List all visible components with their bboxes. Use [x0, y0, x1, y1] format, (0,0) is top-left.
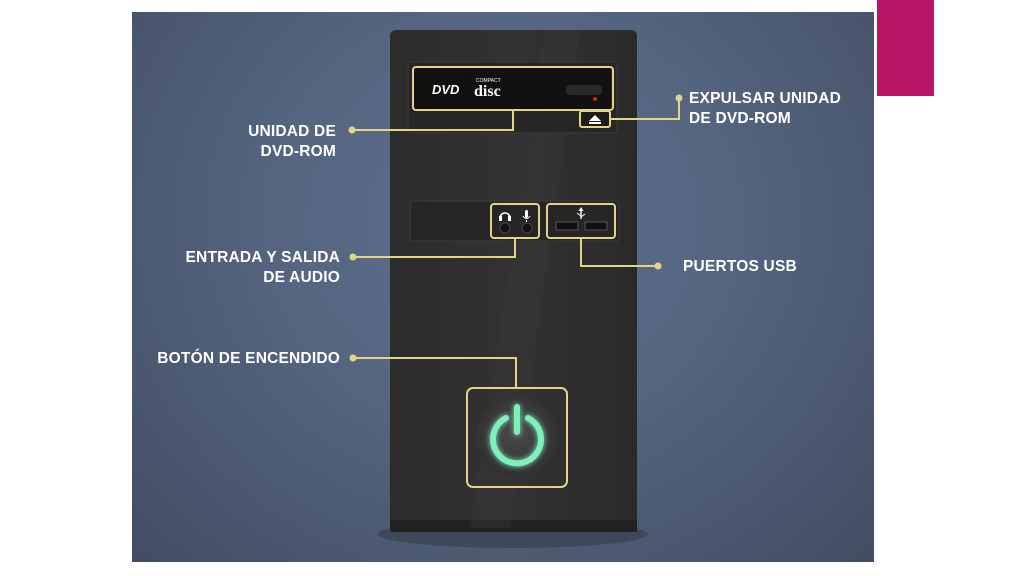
label-eject-line1: EXPULSAR UNIDAD	[689, 90, 841, 107]
usb-port-1	[555, 221, 579, 231]
callout-line-audio	[353, 238, 516, 258]
microphone-jack	[521, 222, 533, 234]
callout-dot-audio	[349, 253, 357, 261]
dvd-logo: DVD	[432, 82, 460, 97]
headphones-icon	[499, 212, 511, 221]
power-icon	[490, 404, 544, 467]
label-usb-line1: PUERTOS USB	[683, 258, 797, 275]
label-dvd-drive-line1: UNIDAD DE	[248, 123, 336, 140]
eject-icon	[589, 115, 601, 124]
label-audio: ENTRADA Y SALIDA DE AUDIO	[150, 248, 340, 288]
accent-block	[877, 0, 934, 96]
callout-dot-power	[349, 354, 357, 362]
tower-base	[390, 520, 637, 532]
callout-dot-usb	[654, 262, 662, 270]
callout-line-usb	[580, 238, 658, 267]
callout-line-eject	[610, 98, 680, 120]
dvd-tray	[414, 68, 611, 110]
label-usb: PUERTOS USB	[683, 257, 843, 277]
microphone-icon	[522, 210, 531, 222]
label-audio-line2: DE AUDIO	[263, 269, 340, 286]
label-audio-line1: ENTRADA Y SALIDA	[185, 249, 340, 266]
label-power-line1: BOTÓN DE ENCENDIDO	[157, 350, 340, 367]
callout-line-dvd	[352, 110, 514, 131]
tower-case	[390, 30, 637, 528]
label-dvd-drive: UNIDAD DE DVD-ROM	[200, 122, 336, 162]
label-power: BOTÓN DE ENCENDIDO	[140, 349, 340, 369]
front-panel	[409, 200, 620, 242]
label-eject: EXPULSAR UNIDAD DE DVD-ROM	[689, 89, 864, 129]
callout-dot-eject	[675, 94, 683, 102]
callout-dot-dvd	[348, 126, 356, 134]
label-eject-line2: DE DVD-ROM	[689, 110, 791, 127]
dvd-slot	[566, 85, 602, 95]
callout-lines	[352, 98, 680, 388]
callout-line-power	[353, 357, 517, 388]
headphone-jack	[499, 222, 511, 234]
usb-icon	[576, 207, 586, 219]
label-dvd-drive-line2: DVD-ROM	[260, 143, 336, 160]
dvd-led	[593, 97, 597, 101]
disc-logo: disc	[474, 83, 501, 100]
compact-text: COMPACT	[476, 78, 501, 84]
usb-port-2	[584, 221, 608, 231]
callout-dots	[348, 94, 683, 362]
